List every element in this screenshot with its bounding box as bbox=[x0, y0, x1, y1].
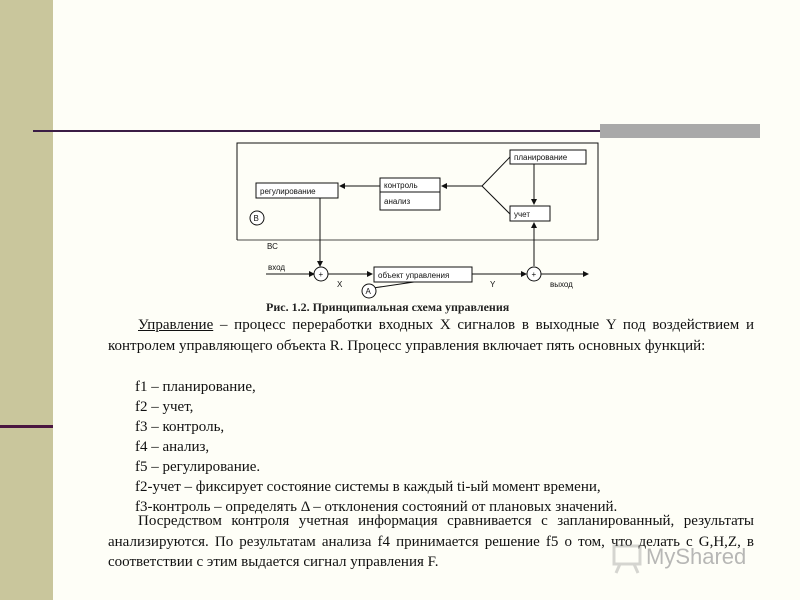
f2-description: f2-учет – фиксирует состояние системы в … bbox=[135, 479, 601, 495]
control-scheme-diagram: планирование контроль анализ регулирован… bbox=[236, 142, 599, 299]
intro-term: Управление bbox=[138, 317, 214, 333]
a-link bbox=[372, 281, 415, 289]
control-label: контроль bbox=[384, 181, 418, 190]
control-object-box: объект управления bbox=[373, 266, 473, 283]
control-analysis-box: контроль анализ bbox=[379, 177, 441, 211]
planning-box: планирование bbox=[509, 149, 587, 165]
left-accent-line bbox=[0, 425, 53, 428]
function-f5: f5 – регулирование. bbox=[135, 459, 261, 475]
intro-paragraph: Управление – процесс переработки входных… bbox=[108, 315, 754, 356]
header-rule bbox=[33, 130, 760, 132]
left-sidebar-bar bbox=[0, 0, 53, 600]
a-node bbox=[361, 283, 377, 299]
function-f2: f2 – учет, bbox=[135, 399, 194, 415]
figure-caption: Рис. 1.2. Принципиальная схема управлени… bbox=[266, 300, 510, 314]
bc-label: ВС bbox=[267, 242, 278, 251]
object-label: объект управления bbox=[378, 271, 449, 280]
output-label: выход bbox=[550, 280, 573, 289]
plus-left: + bbox=[319, 270, 324, 279]
intro-text: – процесс переработки входных X сигналов… bbox=[108, 317, 754, 354]
function-f3: f3 – контроль, bbox=[135, 419, 225, 435]
input-label: вход bbox=[268, 263, 285, 272]
controller-frame bbox=[236, 142, 599, 240]
planning-branch bbox=[481, 156, 511, 187]
f3-description: f3-контроль – определять Δ – отклонения … bbox=[135, 499, 618, 515]
closing-paragraph: Посредством контроля учетная информация … bbox=[108, 513, 754, 571]
b-label: В bbox=[254, 214, 259, 223]
analysis-label: анализ bbox=[384, 197, 410, 206]
plus-right: + bbox=[532, 270, 537, 279]
accounting-branch bbox=[481, 185, 511, 215]
b-node bbox=[249, 210, 265, 226]
myshared-logo-icon bbox=[612, 544, 642, 574]
regulation-label: регулирование bbox=[260, 187, 316, 196]
x-label: X bbox=[337, 280, 343, 289]
a-label: А bbox=[366, 287, 372, 296]
accounting-label: учет bbox=[514, 210, 530, 219]
header-gray-block bbox=[600, 124, 760, 138]
function-f1: f1 – планирование, bbox=[135, 379, 256, 395]
regulation-box: регулирование bbox=[255, 182, 339, 199]
function-f4: f4 – анализ, bbox=[135, 439, 210, 455]
watermark-text: MyShared bbox=[646, 544, 747, 569]
y-label: Y bbox=[490, 280, 496, 289]
accounting-box: учет bbox=[509, 205, 551, 222]
planning-label: планирование bbox=[514, 153, 568, 162]
